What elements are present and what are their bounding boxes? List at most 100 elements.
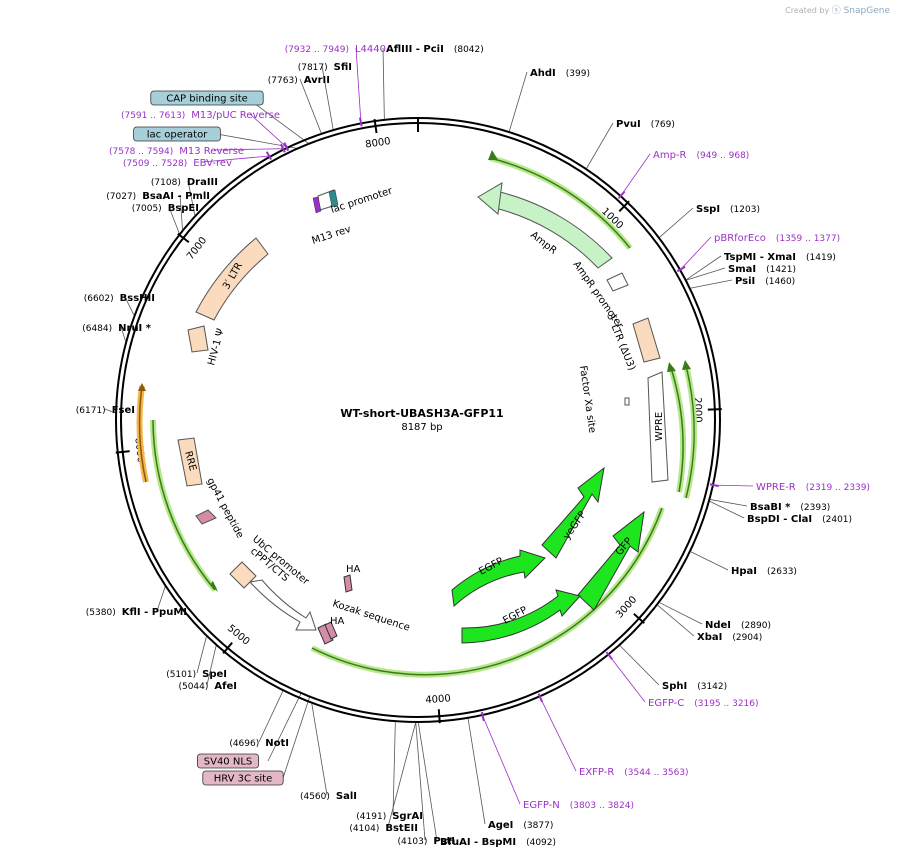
enzyme-leader-kfli-ppumi xyxy=(156,586,166,612)
box-leader-hrv-3c-site xyxy=(282,695,311,779)
feature-egfp1 xyxy=(451,549,546,608)
enzyme-position: (1460) xyxy=(765,277,795,287)
enzyme-name: NruI * xyxy=(118,323,152,334)
label-m13-rev: M13 rev xyxy=(311,224,353,247)
box-leader-cap-binding-site xyxy=(246,97,311,145)
primer-position: (3195 .. 3216) xyxy=(694,699,758,709)
enzyme-leader-bfuai-bspmi xyxy=(417,722,438,842)
enzyme-bspdi-clai: BspDI - ClaI(2401) xyxy=(747,514,852,525)
enzyme-leader-bsaai-pmli xyxy=(179,194,183,230)
orf-bottom xyxy=(310,506,665,678)
enzyme-leader-spei xyxy=(196,636,207,674)
feature-cppt xyxy=(229,561,257,589)
enzyme-leader-draiii xyxy=(187,180,196,216)
enzyme-ndei: NdeI(2890) xyxy=(705,620,771,631)
enzyme-hpai: HpaI(2633) xyxy=(731,566,797,577)
enzyme-position: (5380) xyxy=(86,608,116,618)
primer-leader-m13-puc-reverse xyxy=(249,113,287,148)
enzyme-pvui: PvuI(769) xyxy=(616,119,675,130)
primer-m13-reverse: (7578 .. 7594)M13 Reverse xyxy=(109,146,244,157)
label-ha2: HA xyxy=(330,616,345,627)
label-wpre: WPRE xyxy=(654,412,665,441)
enzyme-bsabi: BsaBI *(2393) xyxy=(750,502,830,513)
feature-rre xyxy=(177,437,203,487)
primer-l4440: (7932 .. 7949)L4440 xyxy=(285,44,386,55)
feature-cap-site xyxy=(312,196,322,214)
enzyme-name: AgeI xyxy=(488,820,513,831)
enzyme-position: (2890) xyxy=(741,621,771,631)
enzyme-position: (8042) xyxy=(454,45,484,55)
primer-name: Amp-R xyxy=(653,150,687,161)
primer-leader-amp-r xyxy=(620,153,651,196)
enzyme-nrui: (6484)NruI * xyxy=(82,323,152,334)
box-label-cap-binding-site: CAP binding site xyxy=(166,94,248,105)
enzyme-sgrai: (4191)SgrAI xyxy=(356,811,423,822)
enzyme-position: (5101) xyxy=(166,670,196,680)
enzyme-bsteii: (4104)BstEII xyxy=(349,823,418,834)
enzyme-leader-sspi xyxy=(659,207,694,238)
enzyme-avrii: (7763)AvrII xyxy=(268,75,330,86)
feature-ha2 xyxy=(317,623,334,645)
enzyme-name: SalI xyxy=(336,791,357,802)
box-lac-operator xyxy=(133,126,221,142)
enzyme-leader-sali xyxy=(311,703,328,796)
enzyme-position: (5044) xyxy=(178,682,208,692)
enzyme-leader-smai xyxy=(686,267,726,281)
enzyme-name: TspMI - XmaI xyxy=(724,252,796,263)
primer-leader-m13-reverse xyxy=(213,148,284,151)
enzyme-spei: (5101) SpeI xyxy=(166,669,227,680)
enzyme-name: SpeI xyxy=(202,669,227,680)
enzyme-leader-psti xyxy=(415,722,426,841)
tick-5000 xyxy=(222,641,233,654)
primer-mark-wpre-r xyxy=(709,483,720,488)
label-hiv1-psi: HIV-1 Ψ xyxy=(206,327,226,366)
primer-leader-wpre-r xyxy=(713,484,754,487)
enzyme-leader-ahdi xyxy=(508,71,528,132)
box-label-sv40-nls: SV40 NLS xyxy=(204,757,253,768)
enzyme-position: (7108) xyxy=(151,178,181,188)
primer-name: pBRforEco xyxy=(714,233,766,244)
enzyme-bspei: (7005) BspEI xyxy=(132,203,199,214)
primer-leader-exfp-r xyxy=(539,697,577,772)
enzyme-leader-noti xyxy=(258,691,284,743)
primer-amp-r: Amp-R(949 .. 968) xyxy=(653,150,749,161)
label-gp41: gp41 peptide xyxy=(204,476,245,540)
enzyme-position: (7005) xyxy=(132,204,162,214)
enzyme-name: SfiI xyxy=(334,62,352,73)
enzyme-ahdi: AhdI(399) xyxy=(530,68,590,79)
primer-m13-puc-reverse: (7591 .. 7613) M13/pUC Reverse xyxy=(121,110,280,121)
enzyme-name: BstEII xyxy=(385,823,418,834)
tick-label-8000: 8000 xyxy=(365,136,392,151)
box-hrv-3c-site xyxy=(202,770,284,786)
box-leader-sv40-nls xyxy=(267,691,302,762)
enzyme-name: BspEI xyxy=(168,203,199,214)
enzyme-position: (4560) xyxy=(300,792,330,802)
enzyme-leader-avrii xyxy=(299,78,322,134)
enzyme-tspmi-xmai: TspMI - XmaI(1419) xyxy=(724,252,836,263)
feature-wpre xyxy=(647,371,669,483)
primer-position: (7591 .. 7613) xyxy=(121,111,185,121)
enzyme-name: BsaBI * xyxy=(750,502,791,513)
primer-name: M13 Reverse xyxy=(179,146,244,157)
enzyme-name: DraIII xyxy=(187,177,218,188)
tick-label-4000: 4000 xyxy=(425,693,451,706)
tick-2000 xyxy=(707,408,722,411)
tick-7000 xyxy=(177,232,190,244)
enzyme-position: (3142) xyxy=(697,682,727,692)
enzyme-psii: PsiI(1460) xyxy=(735,276,795,287)
box-cap-binding-site xyxy=(150,90,264,106)
enzyme-leader-ndei xyxy=(659,602,703,625)
enzyme-leader-sgrai xyxy=(392,722,396,816)
enzyme-leader-bspei xyxy=(168,206,180,234)
enzyme-draiii: (7108) DraIII xyxy=(151,177,218,188)
enzyme-position: (399) xyxy=(566,69,590,79)
primer-name: M13/pUC Reverse xyxy=(191,110,280,121)
enzyme-name: AfeI xyxy=(214,681,237,692)
label-ha1: HA xyxy=(346,564,361,575)
enzyme-leader-nrui xyxy=(120,326,126,342)
enzyme-name: SgrAI xyxy=(392,811,423,822)
enzyme-bsshii: (6602)BssHII xyxy=(84,293,155,304)
plasmid-size: 8187 bp xyxy=(401,422,442,433)
enzyme-leader-agei xyxy=(467,718,486,825)
primer-position: (7509 .. 7528) xyxy=(123,159,187,169)
